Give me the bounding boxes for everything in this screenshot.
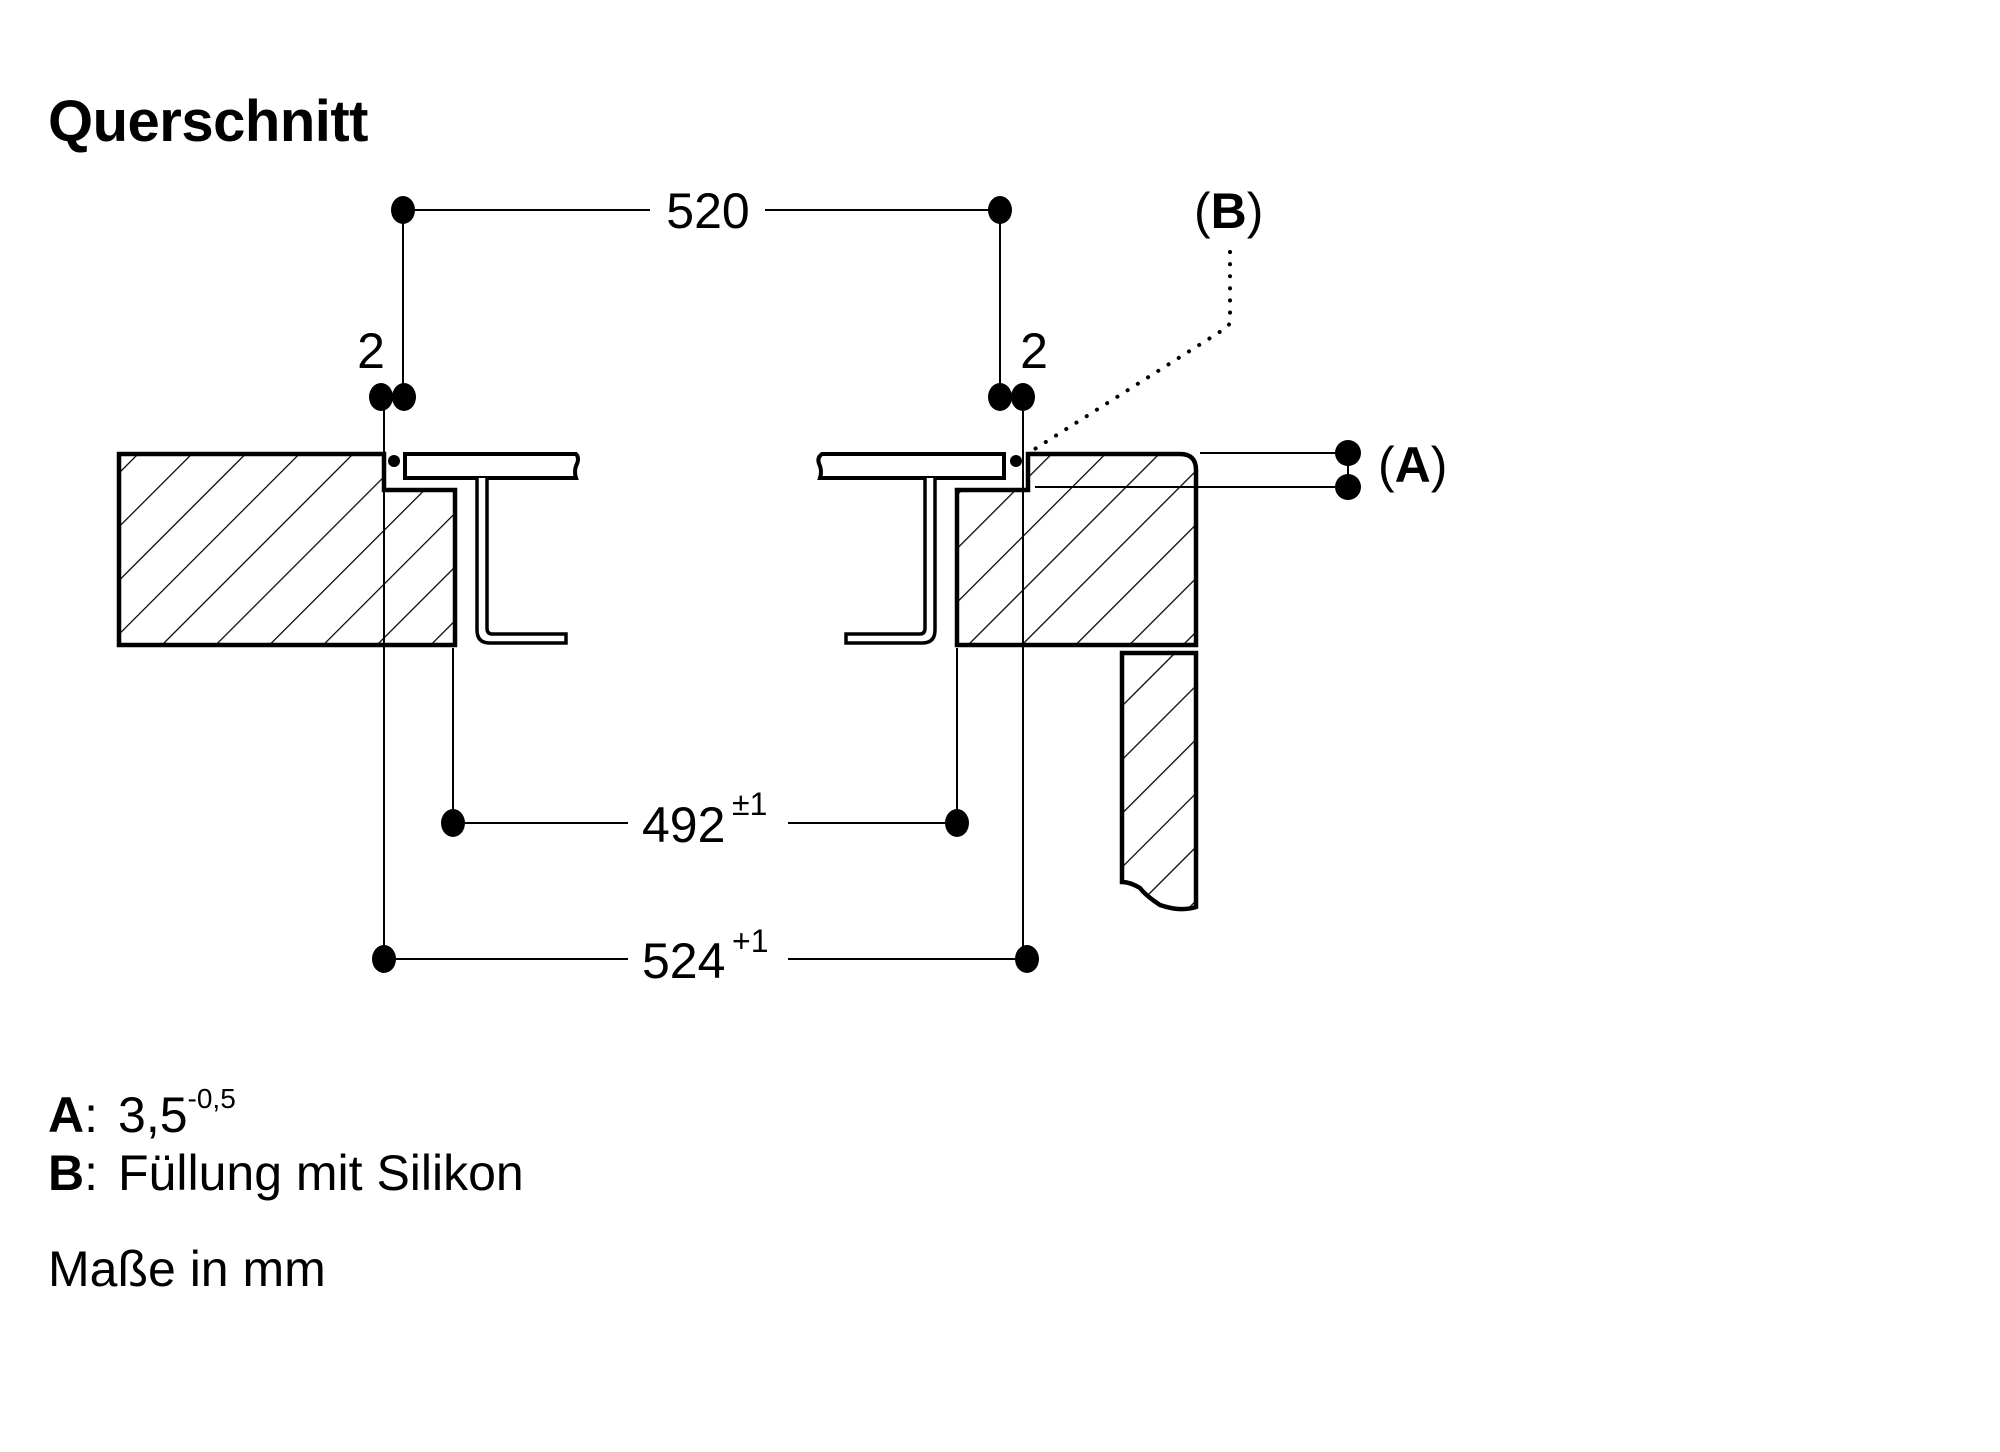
dimension-524: 524 +1 <box>372 923 1039 989</box>
dimension-dot <box>988 196 1012 224</box>
right-mounting-bracket <box>844 478 937 645</box>
dimension-dot <box>988 383 1012 411</box>
svg-text:(A): (A) <box>1378 437 1447 493</box>
dimension-dot <box>1335 440 1361 466</box>
dimension-dot <box>1335 474 1361 500</box>
dimension-dot <box>369 383 393 411</box>
legend-value: 3,5 <box>118 1087 188 1143</box>
gap-left-label: 2 <box>357 323 385 379</box>
dimension-492-tolerance: ±1 <box>732 786 767 822</box>
left-silicone-joint <box>388 455 400 467</box>
callout-b-letter: B <box>1211 183 1247 239</box>
left-mounting-bracket <box>475 478 568 645</box>
legend-key: B <box>48 1145 85 1201</box>
dimension-gap-left: 2 <box>357 323 416 411</box>
legend-key: A <box>48 1087 85 1143</box>
callout-b-open: ( <box>1194 183 1211 239</box>
right-glass-plate <box>816 452 1006 480</box>
legend-item-b: B: Füllung mit Silikon <box>48 1144 524 1202</box>
legend-sep: : <box>84 1087 99 1143</box>
page-title: Querschnitt <box>48 89 369 154</box>
callout-a-close: ) <box>1431 437 1448 493</box>
callout-a-letter: A <box>1395 437 1431 493</box>
dimension-dot <box>392 383 416 411</box>
legend: A:3,5-0,5 B: Füllung mit Silikon <box>48 1070 524 1202</box>
svg-text:(B): (B) <box>1194 183 1263 239</box>
legend-tolerance: -0,5 <box>187 1083 236 1114</box>
callout-b-close: ) <box>1247 183 1264 239</box>
callout-b: (B) <box>1028 183 1263 454</box>
dimension-dot <box>441 809 465 837</box>
dimension-520: 520 <box>391 183 1012 239</box>
legend-value: Füllung mit Silikon <box>118 1145 524 1201</box>
right-countertop-section <box>954 451 1199 648</box>
dimension-dot <box>1011 383 1035 411</box>
dimension-gap-right: 2 <box>988 323 1048 411</box>
right-silicone-joint <box>1010 455 1022 467</box>
left-countertop-section <box>116 451 458 648</box>
legend-item-a: A:3,5-0,5 <box>48 1070 524 1144</box>
dimension-dot <box>372 945 396 973</box>
callout-a: (A) <box>1335 437 1447 500</box>
callout-b-leader <box>1028 250 1232 454</box>
dimension-524-label: 524 <box>642 933 725 989</box>
dimension-492: 492 ±1 <box>441 786 969 853</box>
legend-sep: : <box>84 1145 99 1201</box>
cabinet-side-panel-section <box>1119 650 1199 912</box>
dimension-492-label: 492 <box>642 797 725 853</box>
left-glass-plate <box>403 452 580 480</box>
dimension-520-label: 520 <box>666 183 749 239</box>
dimension-dot <box>1015 945 1039 973</box>
callout-a-open: ( <box>1378 437 1395 493</box>
units-note: Maße in mm <box>48 1241 326 1297</box>
extension-lines <box>383 210 1349 959</box>
gap-right-label: 2 <box>1020 323 1048 379</box>
dimension-dot <box>391 196 415 224</box>
dimension-dot <box>945 809 969 837</box>
dimension-524-tolerance: +1 <box>732 923 768 959</box>
